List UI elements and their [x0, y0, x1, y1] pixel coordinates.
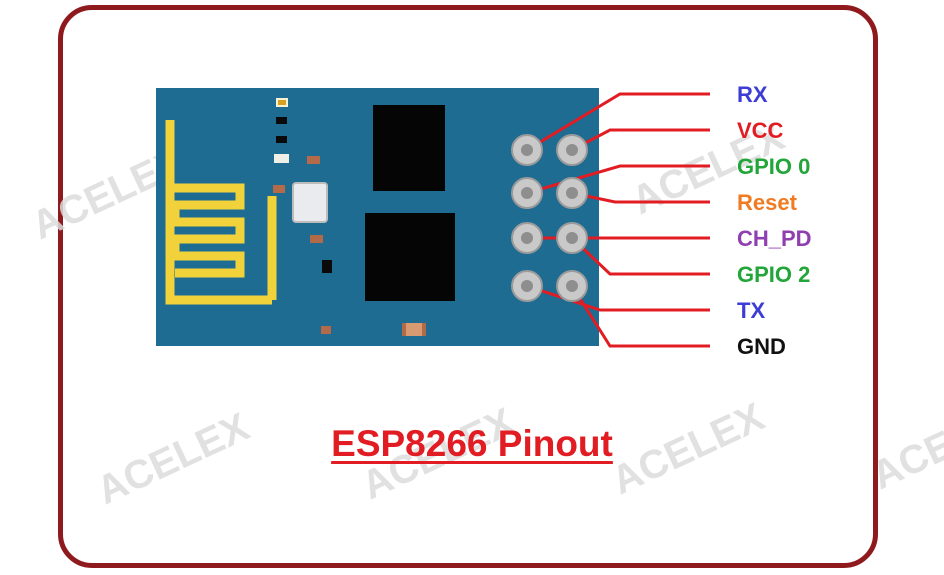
pin-hole — [521, 280, 533, 292]
smd-part — [273, 185, 285, 193]
smd-components — [273, 98, 426, 336]
flash-chip — [373, 105, 445, 191]
smd-part — [276, 136, 287, 143]
pin-hole — [566, 144, 578, 156]
antenna-trace — [165, 120, 277, 305]
pin-wire — [570, 236, 710, 276]
pin-label-tx: TX — [737, 298, 765, 323]
esp8266-chip — [365, 213, 455, 301]
smd-part — [276, 117, 287, 124]
smd-part — [307, 156, 320, 164]
crystal-component — [292, 182, 328, 223]
pin-hole — [566, 280, 578, 292]
pin-label-ch-pd: CH_PD — [737, 226, 812, 251]
led-component — [274, 154, 289, 163]
smd-part — [321, 326, 331, 334]
pin-label-rx: RX — [737, 82, 768, 107]
pin-label-gnd: GND — [737, 334, 786, 359]
pin-headers — [511, 134, 588, 302]
pin-wire — [526, 284, 710, 312]
pin-wire — [570, 285, 710, 348]
diagram-title-wrap: ESP8266 Pinout — [0, 423, 944, 465]
pin-hole — [521, 144, 533, 156]
pin-label-reset: Reset — [737, 190, 798, 215]
pin-label-vcc: VCC — [737, 118, 784, 143]
smd-part — [310, 235, 323, 243]
pin-label-gpio-0: GPIO 0 — [737, 154, 810, 179]
diagram-title: ESP8266 Pinout — [331, 423, 613, 464]
pin-hole — [566, 232, 578, 244]
pin-hole — [566, 187, 578, 199]
pin-hole — [521, 187, 533, 199]
pin-wire — [526, 164, 710, 195]
pin-label-gpio-2: GPIO 2 — [737, 262, 810, 287]
pin-hole — [521, 232, 533, 244]
pin-wire — [526, 92, 710, 152]
smd-part — [322, 260, 332, 273]
